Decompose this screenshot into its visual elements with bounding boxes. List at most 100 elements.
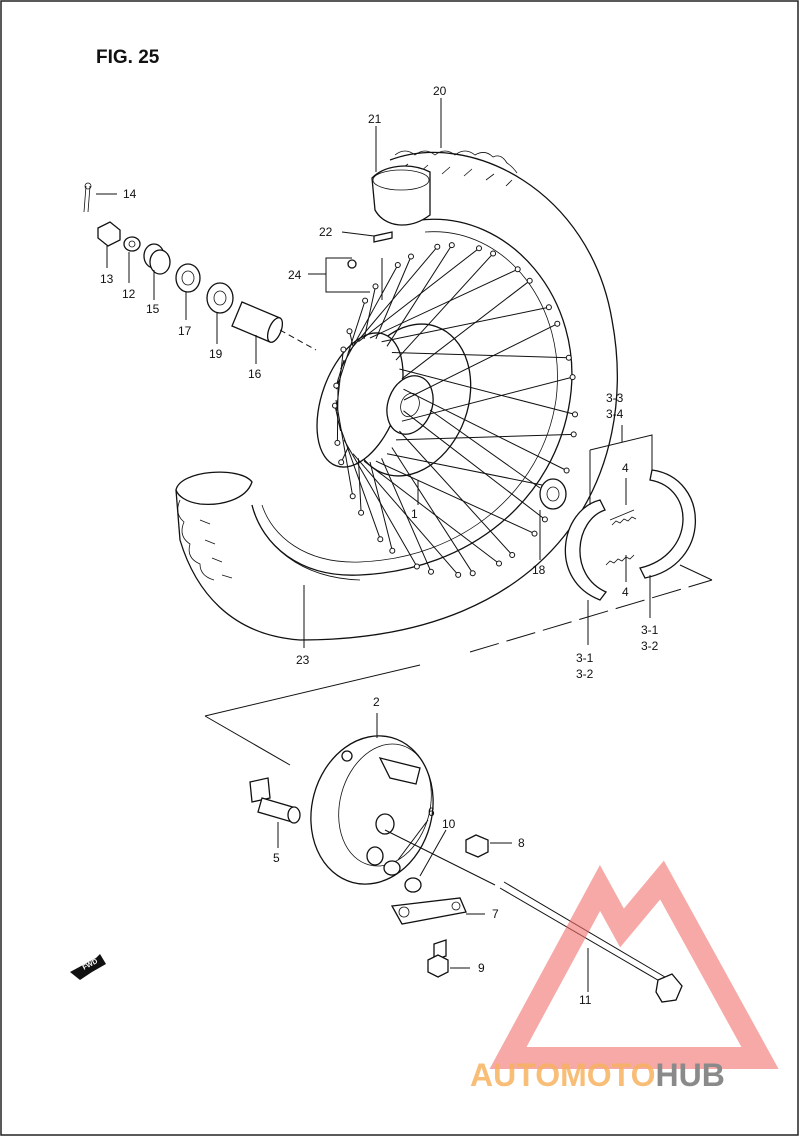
callout-12: 12	[122, 287, 136, 301]
callout-3-1-left: 3-1	[576, 651, 594, 665]
spoke-nipple-mark	[389, 547, 396, 554]
svg-text:AUTOMOTOHUB: AUTOMOTOHUB	[470, 1057, 725, 1093]
spoke-line	[386, 244, 453, 347]
axle-nut	[97, 221, 121, 247]
leader-lines	[96, 98, 541, 648]
callout-14: 14	[123, 187, 137, 201]
spoke-nipple-mark	[554, 320, 561, 327]
brake-panel-stopper	[378, 757, 421, 785]
spoke-nipple-mark	[509, 552, 516, 558]
spoke-nipple-mark	[434, 243, 441, 250]
spoke-nipple-mark	[569, 374, 576, 381]
spoke-nipple-mark	[408, 253, 414, 260]
brake-panel	[310, 713, 434, 885]
spoke-line	[358, 247, 480, 343]
spoke-nipple-mark	[372, 283, 379, 290]
spoke-line	[357, 458, 362, 513]
spoke-nipple-mark	[340, 346, 347, 353]
spoke-line	[403, 388, 567, 471]
spoke-line	[343, 439, 418, 567]
callout-10: 10	[442, 817, 456, 831]
spoke-line	[395, 253, 494, 361]
callout-18: 18	[532, 563, 546, 577]
callout-16: 16	[248, 367, 262, 381]
spoke-nipple-mark	[333, 382, 340, 389]
callout-1: 1	[411, 507, 418, 521]
spoke-line	[337, 421, 381, 540]
rim-band	[251, 504, 361, 581]
callout-3-2-right: 3-2	[641, 639, 659, 653]
brake-shoe-left	[564, 499, 608, 601]
figure-title: FIG. 25	[96, 47, 160, 68]
callout-6: 6	[428, 805, 435, 819]
brake-panel-plate	[310, 735, 434, 885]
spoke-line	[399, 430, 513, 556]
watermark-logo: AUTOMOTOHUB	[470, 860, 779, 1093]
watermark-text-hub: HUB	[655, 1057, 724, 1093]
spoke-nipple-mark	[531, 530, 538, 537]
spoke-line	[352, 453, 459, 576]
callout-8: 8	[518, 836, 525, 850]
spoke-line	[336, 300, 366, 390]
spoke-nipple-mark	[349, 493, 356, 500]
spoke-line	[363, 286, 376, 340]
tire-tread-bottom	[177, 499, 215, 581]
rim-tape-piece	[371, 165, 431, 226]
callout-3-4: 3-4	[606, 407, 624, 421]
callout-2: 2	[373, 695, 380, 709]
callout-11: 11	[579, 993, 592, 1007]
bearing-19	[206, 282, 234, 314]
spoke-line	[369, 461, 393, 551]
spoke-line	[335, 399, 354, 497]
spoke-line	[399, 368, 576, 415]
callout-19: 19	[209, 347, 223, 361]
hub-center	[386, 375, 434, 435]
spoke-line	[381, 306, 550, 343]
spoke-line	[401, 280, 531, 380]
spoke-line	[403, 410, 546, 520]
spoke-nipple-mark	[570, 431, 577, 438]
callout-4-lower: 4	[622, 585, 629, 599]
spoke-nipple-mark	[338, 459, 345, 466]
brake-arm	[390, 897, 467, 925]
spoke-line	[391, 352, 569, 359]
axle-head	[655, 973, 683, 1003]
bearing-17	[175, 263, 201, 293]
spoke-head	[347, 259, 357, 269]
spokes	[332, 242, 578, 578]
spoke-nipple-mark	[469, 570, 476, 577]
spoke-line	[391, 447, 474, 574]
callout-3-3: 3-3	[606, 391, 624, 405]
spoke-nipple	[373, 231, 393, 243]
callout-7: 7	[492, 907, 499, 921]
spoke-nipple-mark	[362, 297, 369, 304]
callout-9: 9	[478, 961, 485, 975]
spoke-nipple-mark	[448, 242, 455, 249]
callout-24: 24	[288, 268, 302, 282]
callout-20: 20	[433, 84, 447, 98]
washer-6	[383, 860, 401, 876]
spoke-nipple-mark	[413, 563, 420, 570]
watermark-text-auto: AUTOMOTO	[470, 1057, 655, 1093]
spoke-line	[336, 378, 339, 443]
spoke-line	[395, 433, 574, 441]
spoke-nipple-mark	[358, 509, 365, 516]
brake-cam	[249, 777, 301, 848]
spoke-line	[369, 268, 518, 339]
washer	[123, 236, 141, 252]
spoke-line	[375, 460, 535, 535]
spoke-line	[335, 359, 345, 386]
spoke-nipple-mark	[490, 250, 497, 257]
spoke-nipple-mark	[526, 277, 533, 284]
return-spring-upper	[609, 509, 637, 526]
spoke-nipple-mark	[334, 439, 341, 446]
camshaft-hole	[375, 813, 395, 835]
spoke-nipple-mark	[545, 304, 552, 311]
forward-arrow: FWD	[70, 954, 106, 980]
callout-3-1-right: 3-1	[641, 623, 659, 637]
spoke-nipple-mark	[541, 516, 548, 523]
callout-5: 5	[273, 851, 280, 865]
watermark-triangle-icon	[489, 860, 779, 1069]
